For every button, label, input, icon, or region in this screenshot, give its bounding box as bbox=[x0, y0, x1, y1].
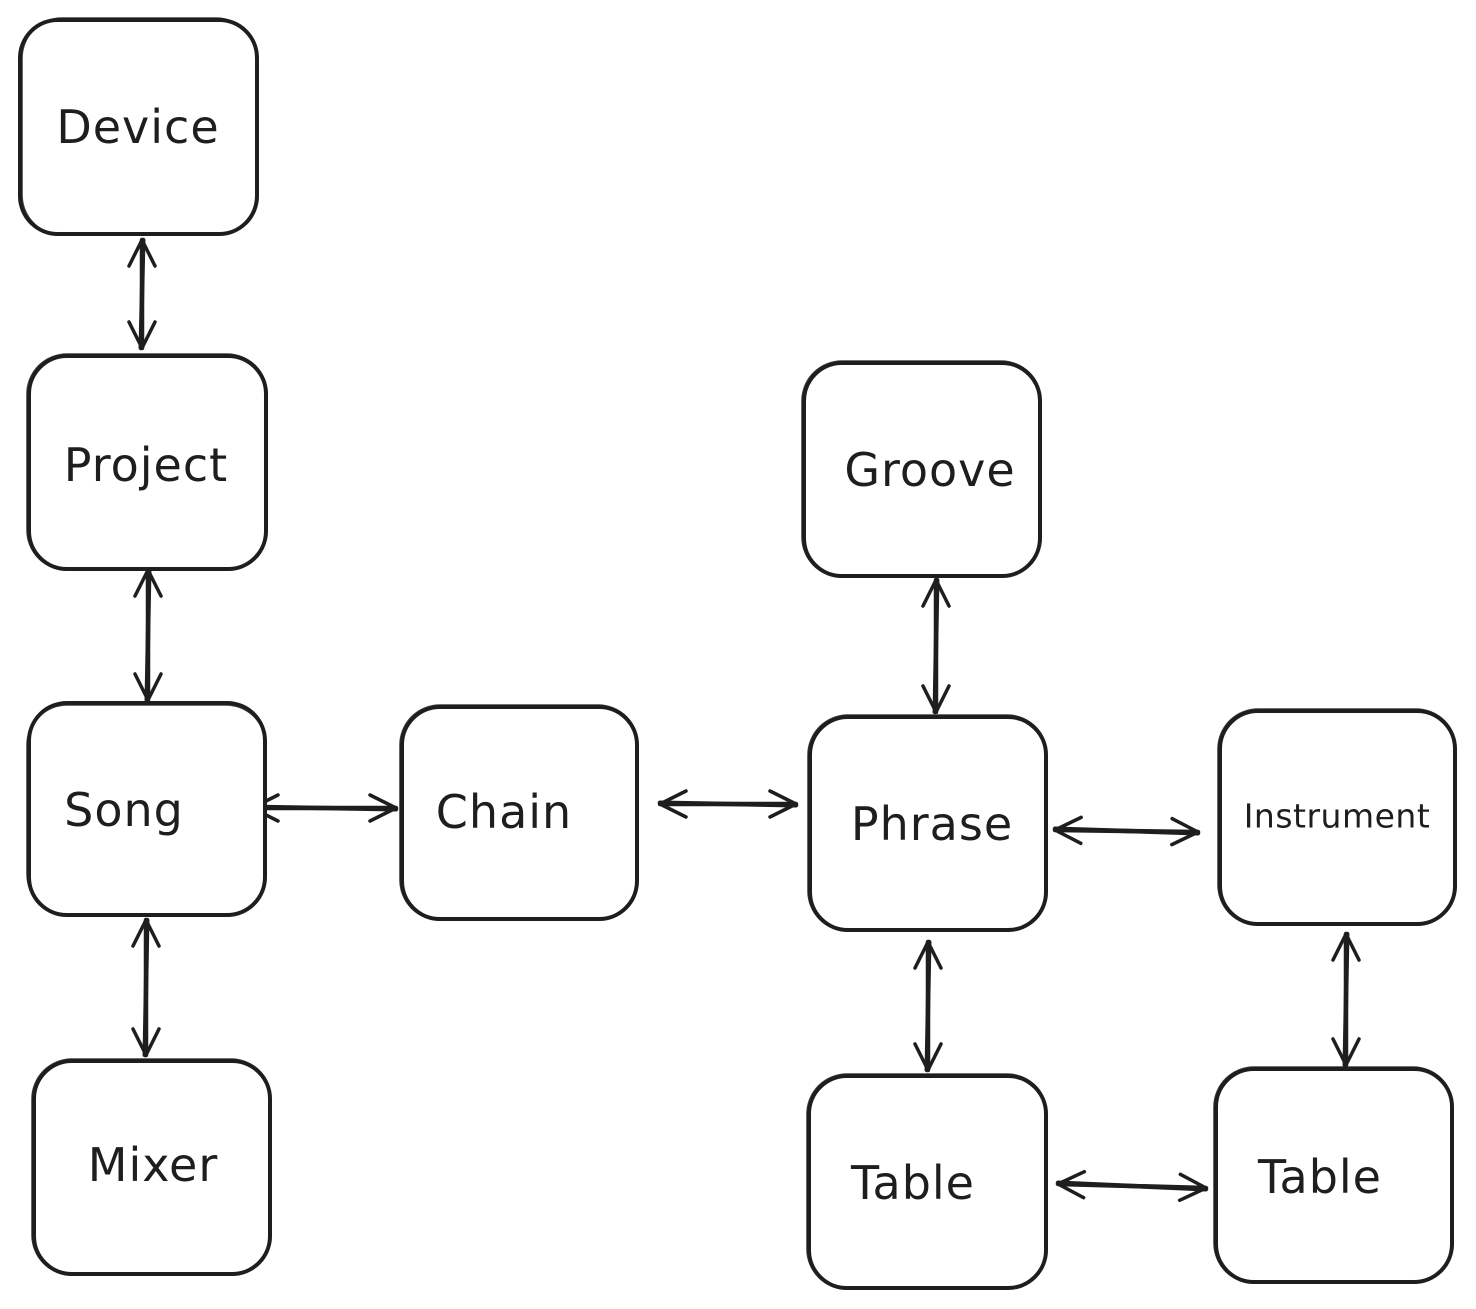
arrow-shaft-sketch bbox=[1342, 931, 1350, 1068]
arrowhead bbox=[658, 789, 688, 819]
arrow-shaft-sketch bbox=[1052, 826, 1201, 836]
arrow-shaft-sketch bbox=[249, 804, 399, 812]
node-chain[interactable]: Chain bbox=[399, 704, 639, 921]
node-groove[interactable]: Groove bbox=[801, 360, 1042, 578]
node-label-table-left: Table bbox=[850, 1156, 975, 1210]
node-label-mixer: Mixer bbox=[88, 1138, 219, 1192]
edge-chain-phrase bbox=[657, 789, 799, 819]
arrow-shaft-sketch bbox=[138, 237, 146, 351]
arrowhead bbox=[913, 940, 943, 970]
arrowhead bbox=[368, 793, 398, 823]
node-table-right[interactable]: Table bbox=[1213, 1066, 1454, 1284]
node-label-device: Device bbox=[56, 100, 219, 154]
nodes-layer: Device Project Song Mixer Chain Groove bbox=[18, 17, 1457, 1290]
node-label-table-right: Table bbox=[1257, 1150, 1382, 1204]
arrowhead bbox=[1331, 1037, 1361, 1067]
arrow-shaft-sketch bbox=[144, 567, 152, 703]
node-label-song: Song bbox=[64, 783, 184, 837]
arrowhead bbox=[768, 789, 798, 819]
node-phrase[interactable]: Phrase bbox=[807, 714, 1048, 932]
node-device[interactable]: Device bbox=[18, 17, 259, 236]
node-instrument[interactable]: Instrument bbox=[1217, 708, 1457, 926]
arrowhead bbox=[1331, 932, 1361, 962]
edge-device-project bbox=[127, 237, 157, 351]
arrow-shaft-sketch bbox=[1055, 1180, 1209, 1192]
arrowhead bbox=[1177, 1172, 1208, 1203]
node-song[interactable]: Song bbox=[26, 701, 267, 917]
node-label-instrument: Instrument bbox=[1244, 797, 1431, 836]
edge-phrase-table bbox=[913, 939, 943, 1073]
arrow-shaft-sketch bbox=[932, 577, 940, 715]
node-mixer[interactable]: Mixer bbox=[31, 1058, 272, 1276]
arrowhead bbox=[127, 320, 157, 350]
node-label-project: Project bbox=[64, 438, 228, 492]
edge-groove-phrase bbox=[921, 577, 951, 715]
arrowhead bbox=[1056, 1169, 1087, 1200]
arrow-shaft-sketch bbox=[657, 800, 799, 808]
edge-song-chain bbox=[249, 793, 399, 823]
edge-phrase-instrument bbox=[1052, 815, 1201, 847]
node-table-left[interactable]: Table bbox=[806, 1073, 1048, 1290]
arrowhead bbox=[133, 672, 163, 702]
arrowhead bbox=[921, 578, 951, 608]
arrowhead bbox=[1170, 816, 1200, 847]
arrowhead bbox=[1053, 815, 1083, 846]
node-project[interactable]: Project bbox=[26, 353, 268, 571]
edge-project-song bbox=[133, 567, 163, 703]
arrowhead bbox=[921, 684, 951, 714]
node-label-chain: Chain bbox=[436, 785, 572, 839]
arrowhead bbox=[131, 918, 161, 948]
arrowhead bbox=[913, 1042, 943, 1072]
arrow-shaft-sketch bbox=[142, 917, 150, 1058]
node-label-phrase: Phrase bbox=[851, 797, 1013, 851]
edge-table-table bbox=[1055, 1169, 1209, 1203]
edge-instrument-table bbox=[1331, 931, 1361, 1068]
node-label-groove: Groove bbox=[844, 443, 1015, 497]
arrowhead bbox=[131, 1027, 161, 1057]
edge-song-mixer bbox=[131, 917, 161, 1058]
arrowhead bbox=[127, 238, 157, 268]
edges-layer bbox=[127, 237, 1361, 1203]
arrow-shaft-sketch bbox=[924, 939, 932, 1073]
